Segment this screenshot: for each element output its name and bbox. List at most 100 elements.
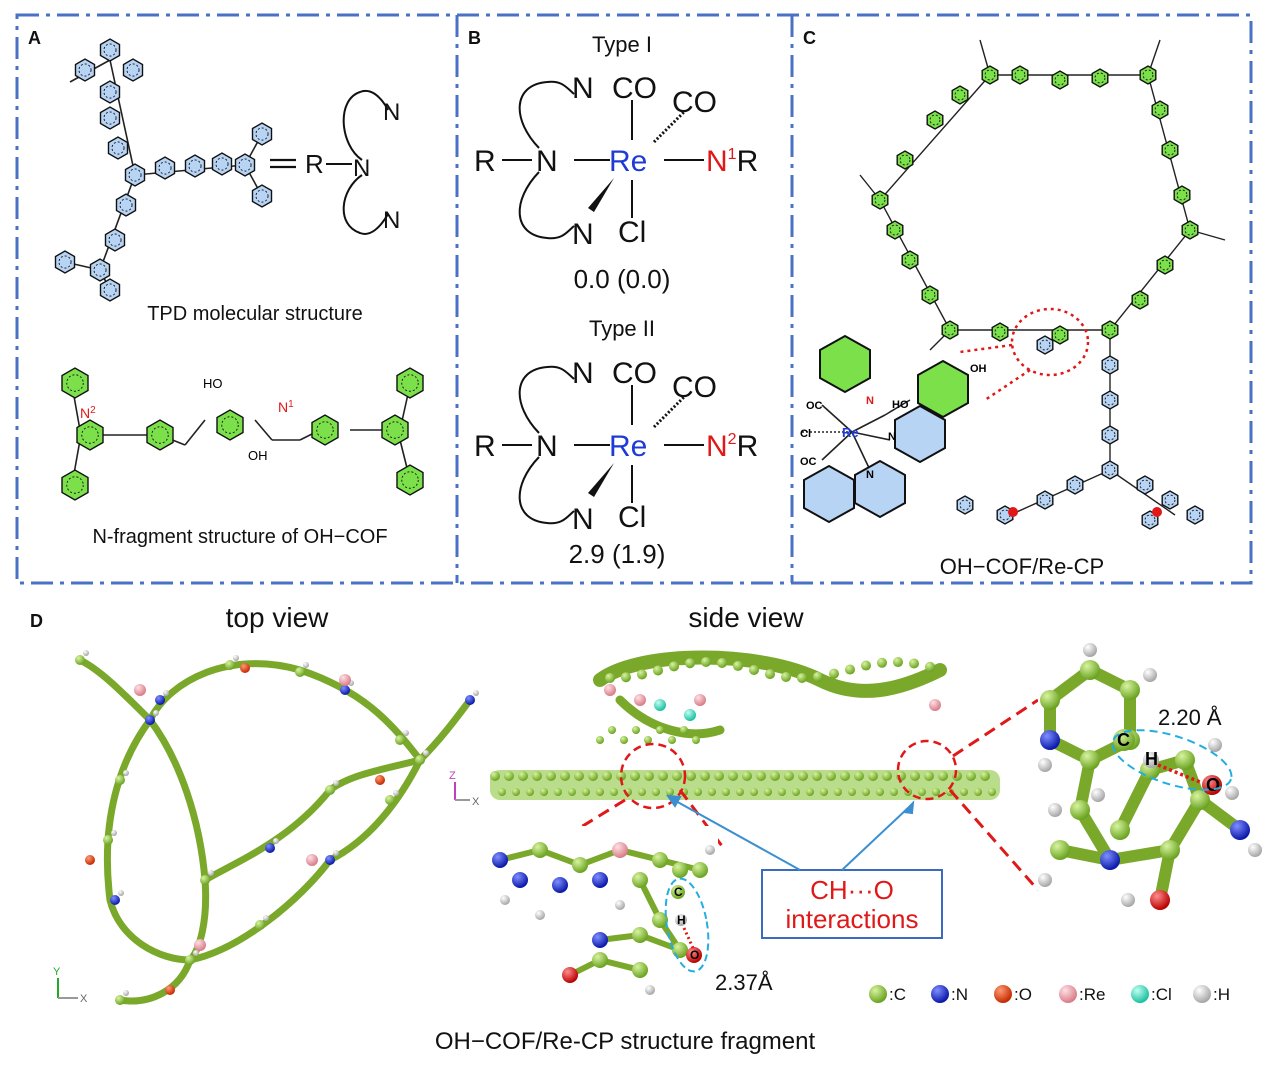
atom-h — [675, 914, 687, 926]
panel-frame — [15, 13, 1253, 585]
distance-2-20: 2.20 Å — [1158, 705, 1222, 730]
tpd-ring — [122, 58, 144, 82]
atom-c — [728, 771, 738, 781]
atom-h — [1121, 893, 1135, 907]
atom-c — [325, 785, 335, 795]
re-atom: Re — [609, 430, 647, 463]
atom-c — [532, 842, 548, 858]
atom-h — [163, 690, 169, 696]
atom-n — [465, 695, 475, 705]
atom-c — [974, 788, 982, 796]
cof-ring — [1139, 65, 1157, 85]
inset-right-o: O — [1206, 775, 1220, 795]
atom-c — [798, 771, 808, 781]
cof-ring — [1066, 475, 1084, 495]
co-axial: CO — [612, 357, 657, 390]
top-view-atoms — [75, 650, 479, 1005]
atom-c — [909, 658, 919, 669]
cof-ring — [1173, 185, 1191, 205]
tpd-equivalence — [270, 158, 296, 169]
cof-ring — [1036, 490, 1054, 510]
atom-c — [692, 736, 700, 744]
atom-h — [403, 730, 409, 736]
atom-c — [680, 726, 688, 734]
atom-c — [652, 912, 668, 928]
zoom-cl: Cl — [800, 428, 811, 440]
atom-c — [1160, 840, 1180, 860]
atom-h — [83, 650, 89, 656]
zoom-pyridine-ring-2 — [854, 459, 906, 519]
legend-label: :Re — [1079, 985, 1105, 1004]
cof-ring — [1101, 320, 1119, 340]
fragment-ring — [216, 409, 244, 441]
legend-item-re: :Re — [1059, 985, 1105, 1004]
atom-c — [658, 771, 668, 781]
atom-c — [966, 771, 976, 781]
cof-ring — [871, 190, 889, 210]
caption-tpd: TPD molecular structure — [147, 303, 363, 325]
type-2-title: Type II — [589, 316, 655, 341]
inset-right-c: C — [1117, 730, 1130, 750]
atom-n — [340, 685, 350, 695]
side-view-highlight-right — [896, 739, 958, 801]
frag-n1: N1 — [278, 399, 294, 415]
legend-item-n: :N — [931, 985, 968, 1004]
atom-c — [295, 667, 305, 677]
cof-ring — [956, 495, 974, 515]
tpd-ring — [211, 152, 233, 176]
cof-ring — [1131, 290, 1149, 310]
type-1-title: Type I — [592, 32, 652, 57]
atom-c — [890, 788, 898, 796]
atom-h — [1225, 786, 1239, 800]
cof-ring — [1181, 220, 1199, 240]
zoom-re: Re — [842, 425, 859, 440]
atom-h — [1048, 803, 1062, 817]
re-atom: Re — [609, 145, 647, 178]
atom-c — [778, 788, 786, 796]
tpd-ring — [99, 106, 121, 130]
atom-h — [645, 985, 655, 995]
atom-h — [1038, 758, 1052, 772]
atom-c — [952, 771, 962, 781]
cl-ligand: Cl — [618, 501, 646, 534]
atom-c — [185, 955, 195, 965]
cof-ring — [1161, 490, 1179, 510]
atom-c — [666, 788, 674, 796]
ligand-n-center: N — [353, 155, 370, 182]
atom-o — [375, 775, 385, 785]
atom-c — [652, 788, 660, 796]
panel-letter-c: C — [803, 28, 816, 48]
atom-c — [717, 657, 727, 668]
re-cp-zoom: Re OC OC Cl HO OH N N N — [800, 334, 987, 524]
side-view-title: side view — [688, 602, 804, 633]
ligand-n-bottom: N — [383, 207, 400, 234]
atom-c — [672, 771, 682, 781]
panel-letter-d: D — [30, 611, 43, 631]
legend-label: :Cl — [1151, 985, 1172, 1004]
atom-c — [415, 755, 425, 765]
atom-c — [829, 668, 839, 679]
top-view-axes: Y X — [53, 966, 88, 1005]
fragment-ring — [76, 419, 104, 451]
atom-n — [552, 877, 568, 893]
atom-re — [929, 699, 941, 711]
atom-n — [265, 843, 275, 853]
atom-h — [423, 750, 429, 756]
atom-c — [255, 920, 265, 930]
atom-h — [273, 838, 279, 844]
atom-c — [765, 669, 775, 680]
atom-c — [1175, 750, 1195, 770]
atom-n — [1100, 850, 1120, 870]
atom-c — [749, 665, 759, 676]
atom-h — [193, 950, 199, 956]
atom-legend: :C:N:O:Re:Cl:H — [869, 985, 1230, 1004]
atom-c — [592, 952, 608, 968]
atom-c — [632, 962, 648, 978]
caption-oh-cof-re-cp: OH−COF/Re-CP — [940, 554, 1104, 579]
atom-c — [722, 788, 730, 796]
legend-label: :N — [951, 985, 968, 1004]
inset-left-o: O — [690, 948, 699, 962]
atom-c — [980, 771, 990, 781]
frag-ho: HO — [203, 376, 223, 391]
